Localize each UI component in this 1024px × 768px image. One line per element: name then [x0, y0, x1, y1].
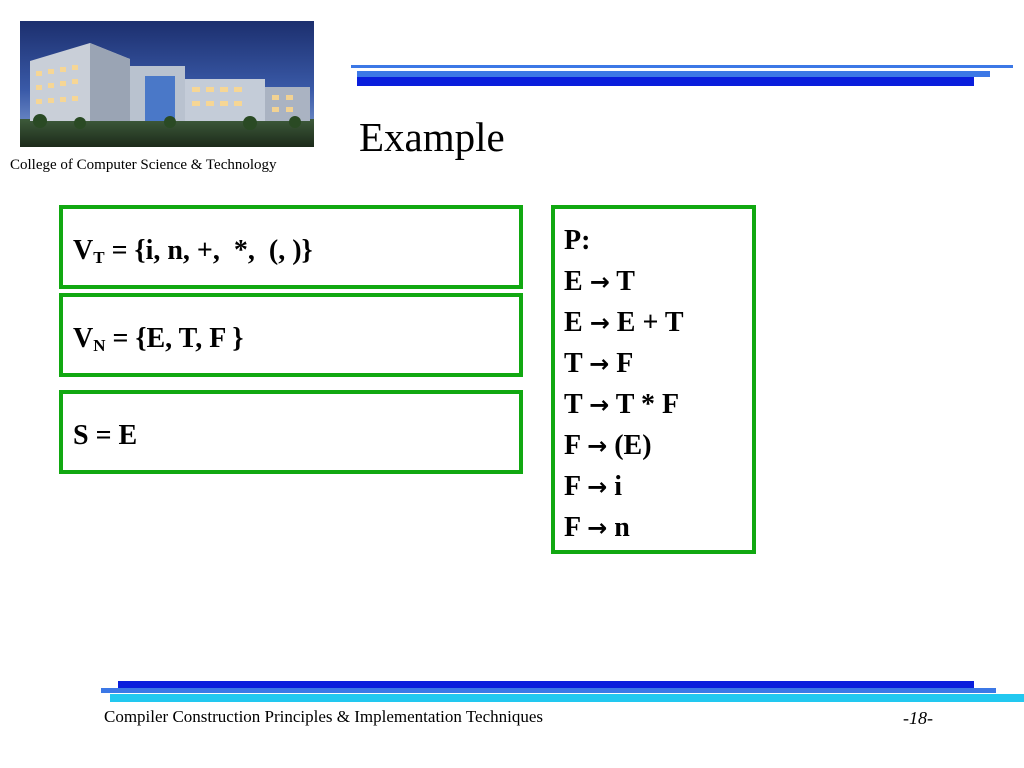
production-rule: F → n	[564, 512, 630, 543]
productions-box: P: E → T E → E + T T → F T → T * F F → (…	[551, 205, 756, 554]
header-bar-dark	[357, 77, 974, 86]
terminals-definition: VT = {i, n, +, *, (, )}	[73, 235, 313, 268]
footer-bar-dark	[118, 681, 974, 689]
terminals-symbol: V	[73, 235, 94, 266]
nonterminals-set: = {E, T, F }	[105, 323, 244, 354]
footer-bar-light	[101, 688, 996, 693]
arrow-icon: →	[589, 391, 610, 419]
nonterminals-symbol: V	[73, 323, 94, 354]
footer-bar-cyan	[110, 694, 1024, 702]
start-symbol-definition: S = E	[73, 420, 138, 451]
arrow-icon: →	[589, 268, 610, 296]
terminals-set: = {i, n, +, *, (, )}	[104, 235, 313, 266]
terminals-subscript: T	[93, 248, 105, 267]
terminals-box: VT = {i, n, +, *, (, )}	[59, 205, 523, 289]
college-logo-image	[20, 21, 314, 147]
header-bar-light	[357, 71, 990, 77]
productions-label: P:	[564, 225, 591, 256]
arrow-icon: →	[587, 432, 608, 460]
arrow-icon: →	[589, 309, 610, 337]
college-name: College of Computer Science & Technology	[10, 157, 277, 173]
production-rule: F → i	[564, 471, 622, 502]
nonterminals-box: VN = {E, T, F }	[59, 293, 523, 377]
arrow-icon: →	[587, 473, 608, 501]
arrow-icon: →	[587, 514, 608, 542]
production-rule: E → T	[564, 266, 635, 297]
nonterminals-definition: VN = {E, T, F }	[73, 323, 243, 356]
production-rule: E → E + T	[564, 307, 684, 338]
production-rule: F → (E)	[564, 430, 652, 461]
production-rule: T → T * F	[564, 389, 680, 420]
header-bar-thin	[351, 65, 1013, 68]
page-number: -18-	[903, 708, 933, 728]
nonterminals-subscript: N	[93, 336, 106, 355]
production-rule: T → F	[564, 348, 634, 379]
slide-title: Example	[359, 114, 505, 160]
arrow-icon: →	[589, 350, 610, 378]
start-symbol-box: S = E	[59, 390, 523, 474]
course-title: Compiler Construction Principles & Imple…	[104, 707, 544, 726]
